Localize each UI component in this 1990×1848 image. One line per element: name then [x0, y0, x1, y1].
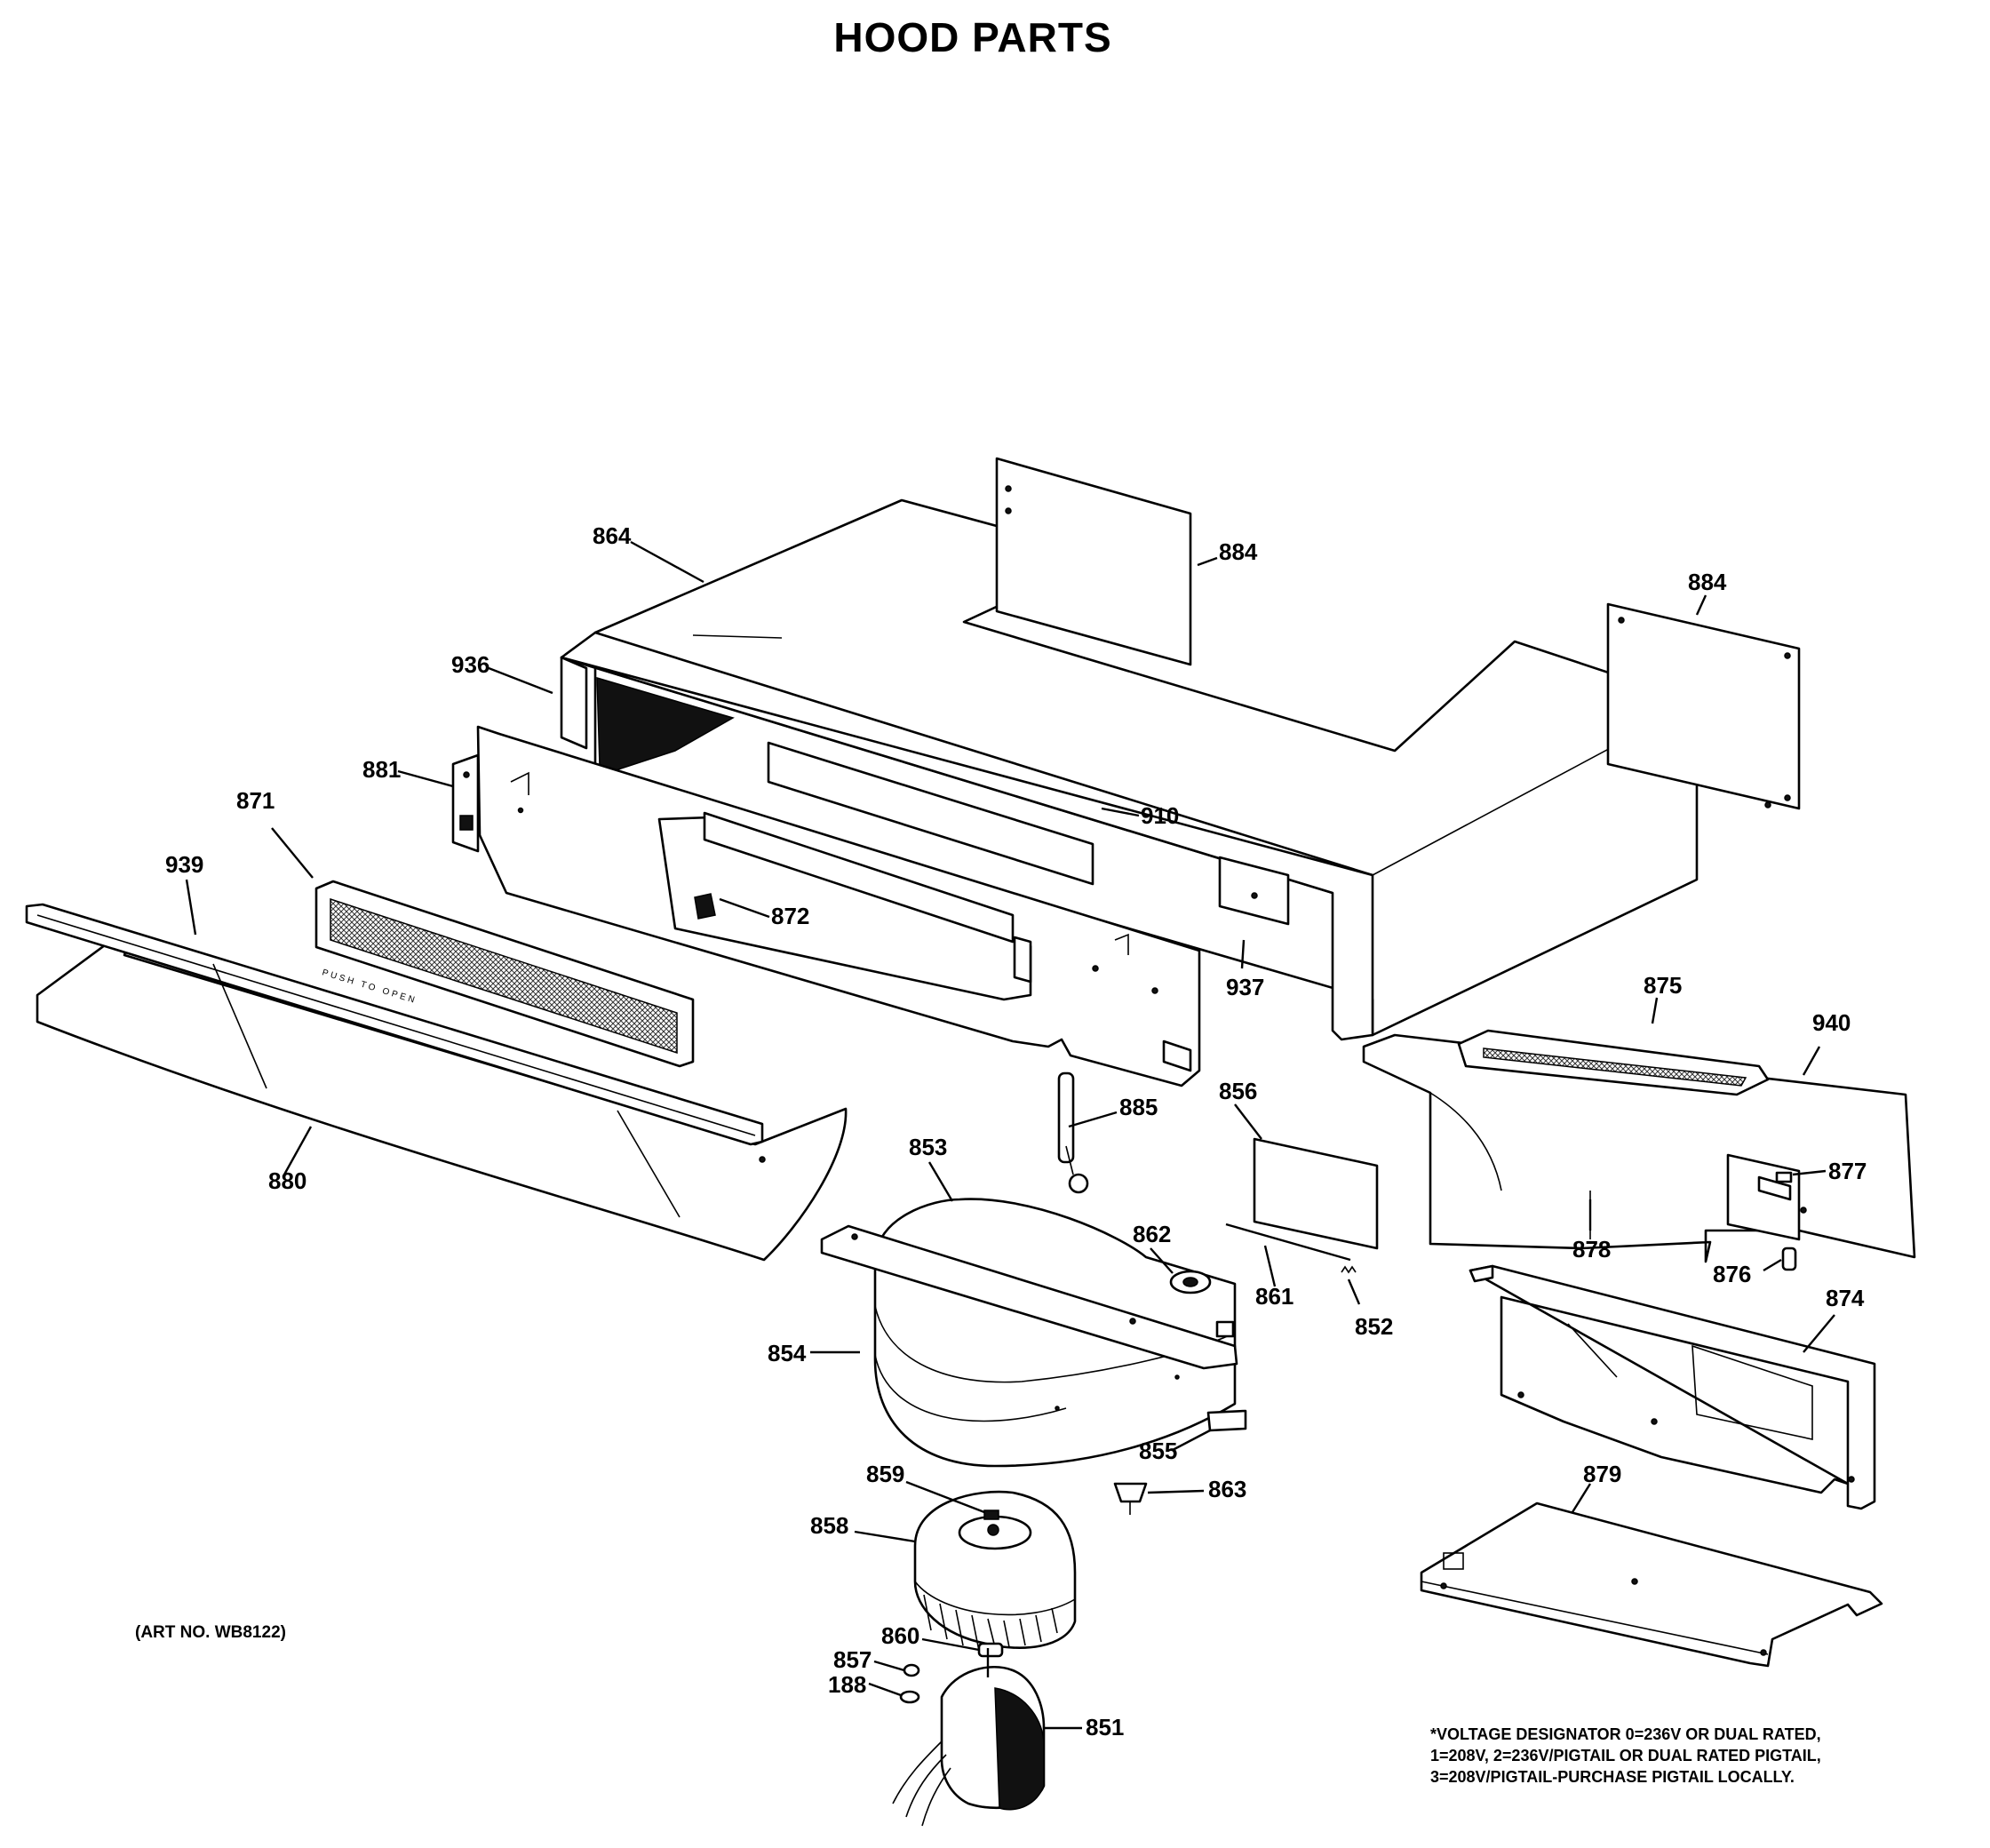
- callout-864: 864: [593, 522, 632, 549]
- callout-872: 872: [771, 903, 809, 929]
- callout-940: 940: [1812, 1009, 1851, 1036]
- part-188-washer: [899, 1690, 920, 1704]
- callout-875: 875: [1644, 972, 1682, 999]
- part-872-switch-plate: [657, 811, 1032, 1001]
- leader-lines: [185, 540, 1835, 1730]
- callout-855: 855: [1139, 1438, 1177, 1464]
- art-number: (ART NO. WB8122): [135, 1623, 286, 1642]
- part-939-trim-strip: [36, 914, 756, 1136]
- part-885-latch: [1057, 1071, 1089, 1194]
- callout-852: 852: [1355, 1313, 1393, 1340]
- callout-856: 856: [1219, 1078, 1257, 1104]
- callout-884-left: 884: [1219, 538, 1258, 565]
- part-877-screw: [1775, 1171, 1793, 1183]
- part-874-cover-plate: [1469, 1264, 1876, 1510]
- part-940-duct-adapter: [1362, 1033, 1916, 1263]
- part-863-grommet: [1113, 1482, 1148, 1515]
- part-855-clip: [1206, 1409, 1247, 1432]
- callout-859: 859: [866, 1461, 904, 1487]
- callout-862: 862: [1133, 1221, 1171, 1247]
- callout-937: 937: [1226, 974, 1264, 1000]
- callout-936: 936: [451, 651, 490, 678]
- callout-labels: 864 884 884 936 881 871 939 872 910 937 …: [165, 522, 1867, 1740]
- part-853-bracket: [820, 1224, 1238, 1370]
- voltage-note-line-2: 1=208V, 2=236V/PIGTAIL OR DUAL RATED PIG…: [1430, 1747, 1821, 1764]
- callout-871: 871: [236, 787, 275, 814]
- voltage-note-line-3: 3=208V/PIGTAIL-PURCHASE PIGTAIL LOCALLY.: [1430, 1768, 1795, 1786]
- part-859-hub: [983, 1509, 999, 1520]
- part-858-blower-wheel: [913, 1490, 1077, 1652]
- callout-879: 879: [1583, 1461, 1621, 1487]
- part-884-panel-right: [1606, 602, 1801, 810]
- callout-863: 863: [1208, 1476, 1246, 1502]
- callout-878: 878: [1572, 1236, 1611, 1263]
- voltage-note: *VOLTAGE DESIGNATOR 0=236V OR DUAL RATED…: [1430, 1725, 1821, 1786]
- part-937-bracket: [1218, 856, 1290, 926]
- callout-861: 861: [1255, 1283, 1294, 1310]
- part-864-hood-housing: [560, 498, 1699, 1041]
- part-852-spring: [1341, 1265, 1357, 1274]
- callout-188: 188: [828, 1671, 866, 1698]
- part-871-filter: [314, 880, 695, 1068]
- part-856-plate: [1253, 1137, 1379, 1250]
- callout-860: 860: [881, 1622, 919, 1649]
- part-879-bottom-tray: [1420, 1502, 1883, 1668]
- voltage-note-line-1: *VOLTAGE DESIGNATOR 0=236V OR DUAL RATED…: [1430, 1725, 1821, 1743]
- callout-880: 880: [268, 1167, 306, 1194]
- part-876-terminal: [1781, 1247, 1797, 1271]
- callout-857: 857: [833, 1646, 872, 1673]
- callout-939: 939: [165, 851, 203, 878]
- callout-876: 876: [1713, 1261, 1751, 1287]
- callout-853: 853: [909, 1134, 947, 1160]
- page-title: HOOD PARTS: [833, 14, 1111, 60]
- callout-877: 877: [1828, 1158, 1867, 1184]
- part-862-bushing: [1169, 1270, 1212, 1294]
- part-851-motor: [892, 1648, 1046, 1827]
- callout-910: 910: [1141, 802, 1179, 829]
- part-857-nut: [903, 1663, 920, 1677]
- part-884-panel-left: [995, 457, 1192, 666]
- callout-884-right: 884: [1688, 569, 1727, 595]
- callout-854: 854: [768, 1340, 807, 1366]
- callout-885: 885: [1119, 1094, 1158, 1120]
- callout-881: 881: [362, 756, 401, 783]
- part-861-seal-strip: [1225, 1223, 1351, 1262]
- callout-851: 851: [1086, 1714, 1124, 1740]
- part-875-duct-collar: [1457, 1029, 1770, 1096]
- callout-858: 858: [810, 1512, 848, 1539]
- part-860-clamp: [977, 1642, 1004, 1658]
- callout-874: 874: [1826, 1285, 1865, 1311]
